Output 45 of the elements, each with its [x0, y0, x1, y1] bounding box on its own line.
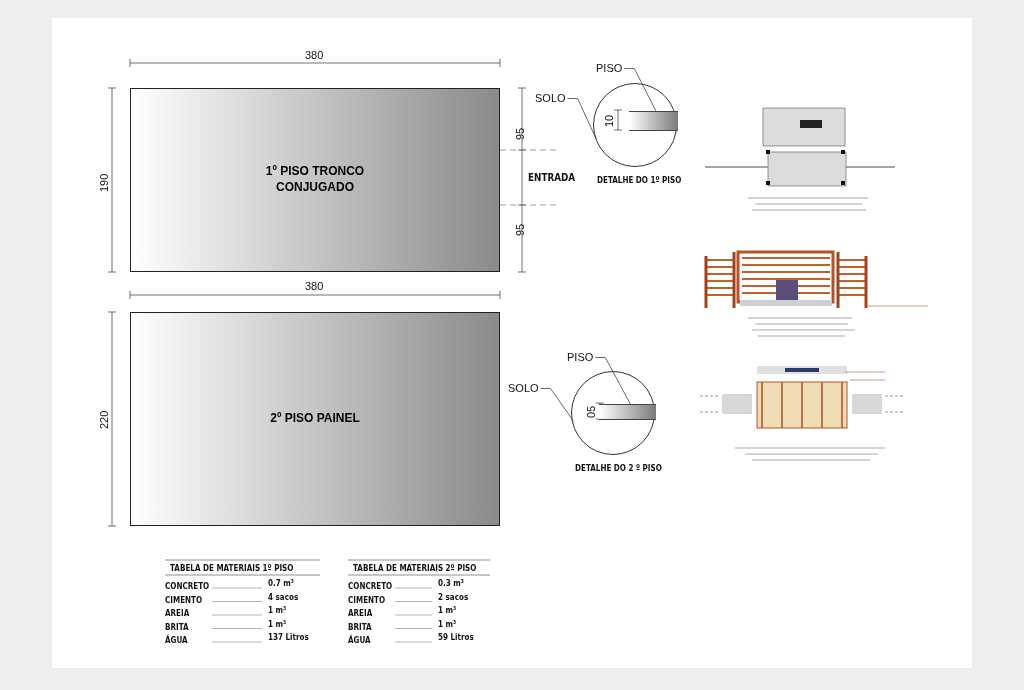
callout-label: PISO — [596, 63, 623, 74]
table-title: TABELA DE MATERIAIS 1º PISO — [170, 564, 294, 573]
material-quantity: 137 Litros — [268, 633, 309, 642]
floor-plan-slab — [130, 88, 500, 272]
entrance-label: ENTRADA — [528, 172, 576, 183]
material-name: ÁGUA — [348, 636, 371, 645]
material-quantity: 1 m³ — [438, 606, 457, 615]
dimension-label: 190 — [99, 173, 110, 192]
material-quantity: 2 sacos — [438, 592, 469, 602]
callout-label: SOLO — [508, 383, 539, 394]
material-name: ÁGUA — [165, 636, 188, 645]
callout-label: SOLO — [535, 93, 566, 104]
slab-title: 1º PISO TRONCO CONJUGADO — [264, 164, 366, 196]
dimension-label: 380 — [305, 50, 324, 61]
leader-line — [540, 388, 574, 422]
floor-section — [599, 404, 656, 420]
callout-label: PISO — [567, 352, 594, 363]
material-quantity: 0.3 m³ — [438, 579, 464, 588]
floor-section — [629, 111, 678, 131]
dimension-label: 380 — [305, 281, 324, 292]
dimension-label: 95 — [515, 127, 526, 140]
material-name: CIMENTO — [348, 595, 386, 605]
material-quantity: 59 Litros — [438, 633, 474, 642]
detail-caption: DETALHE DO 2 º PISO — [575, 464, 662, 473]
material-name: BRITA — [165, 622, 189, 632]
dimension-label: 220 — [99, 410, 110, 429]
material-quantity: 1 m³ — [268, 606, 287, 615]
material-name: CIMENTO — [165, 595, 203, 605]
slab-title: 2º PISO PAINEL — [269, 411, 361, 427]
detail-caption: DETALHE DO 1º PISO — [597, 176, 682, 185]
material-quantity: 1 m³ — [268, 619, 287, 629]
leader-line — [623, 68, 657, 112]
material-name: CONCRETO — [165, 582, 210, 591]
dimension-label: 10 — [604, 114, 615, 127]
material-name: AREIA — [348, 609, 373, 618]
material-quantity: 1 m³ — [438, 619, 457, 629]
material-quantity: 4 sacos — [268, 592, 299, 602]
leader-line — [594, 357, 631, 405]
table-title: TABELA DE MATERIAIS 2º PISO — [353, 564, 477, 573]
material-name: BRITA — [348, 622, 372, 632]
material-quantity: 0.7 m³ — [268, 579, 294, 588]
floor-plan-slab — [130, 312, 500, 526]
material-name: AREIA — [165, 609, 190, 618]
material-name: CONCRETO — [348, 582, 393, 591]
dimension-label: 95 — [515, 223, 526, 236]
